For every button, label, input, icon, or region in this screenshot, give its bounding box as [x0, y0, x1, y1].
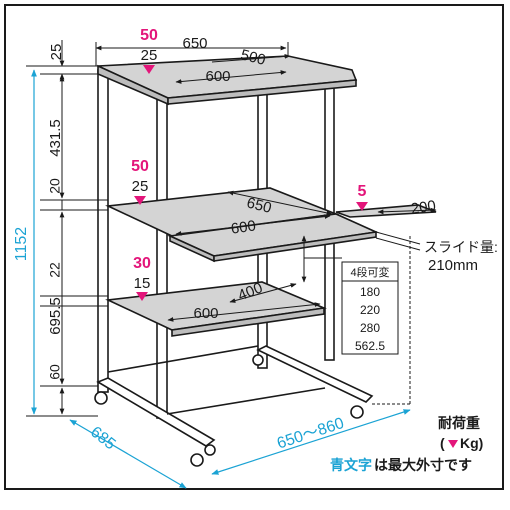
dim-base-depth: 685: [87, 424, 119, 454]
dim-lower-span: 695.5: [47, 297, 64, 335]
dim-base-width-range: 650〜860: [275, 415, 346, 453]
legend-note-rest: は最大外寸です: [374, 457, 472, 473]
dim-total-height: 1152: [13, 227, 30, 262]
dim-top-width: 650: [182, 35, 207, 52]
adjust-table-row: 220: [360, 303, 380, 317]
load-marker-top: [143, 65, 155, 74]
caster: [204, 444, 216, 456]
load-lower: 15: [134, 275, 151, 292]
legend-title: 耐荷重: [438, 415, 480, 431]
legend-unit: Kg): [460, 435, 483, 451]
caster: [252, 354, 264, 366]
dimension-lines: [26, 40, 437, 417]
load-marker-slide: [356, 202, 368, 211]
dim-shelf1-thickness: 20: [47, 178, 63, 194]
adjust-table-row: 180: [360, 285, 380, 299]
load-top-max: 50: [140, 27, 158, 44]
load-markers: [134, 65, 458, 448]
adjust-table: [341, 261, 399, 355]
legend-marker: [448, 440, 458, 448]
dim-upper-span: 431.5: [47, 119, 64, 157]
base-rail-left: [96, 377, 216, 447]
load-marker-middle: [134, 196, 146, 205]
load-top: 25: [141, 47, 158, 64]
front-left-post: [97, 69, 109, 393]
load-middle: 25: [132, 178, 149, 195]
load-slide: 5: [358, 183, 367, 200]
adjust-table-header: 4段可変: [350, 265, 389, 279]
dim-top-inner-width: 600: [205, 68, 230, 85]
dim-shelf2-thickness: 22: [47, 262, 63, 278]
load-lower-max: 30: [133, 255, 151, 272]
adjust-table-row: 562.5: [355, 339, 385, 353]
load-marker-lower: [136, 292, 148, 301]
dim-middle-width: 650: [245, 194, 273, 217]
caster: [94, 391, 108, 405]
slide-note-value: 210mm: [428, 257, 478, 274]
dim-middle-inner-width: 600: [230, 217, 257, 237]
dim-foot-height: 60: [47, 364, 63, 380]
dim-slide-width: 200: [410, 197, 437, 217]
slide-note-label: スライド量:: [424, 239, 498, 255]
legend-note-colored: 青文字: [330, 457, 372, 473]
dim-top-depth: 500: [239, 46, 267, 69]
caster: [190, 453, 204, 467]
front-right-post: [156, 87, 168, 419]
cyan-dimension-lines: [31, 69, 411, 489]
dim-top-left-height: 25: [48, 44, 65, 61]
dim-lower-inner-width: 600: [193, 305, 218, 322]
load-middle-max: 50: [131, 158, 149, 175]
legend-unit-open: (: [440, 435, 445, 451]
adjust-table-row: 280: [360, 321, 380, 335]
caster: [350, 405, 364, 419]
base-rail-right: [256, 345, 374, 403]
